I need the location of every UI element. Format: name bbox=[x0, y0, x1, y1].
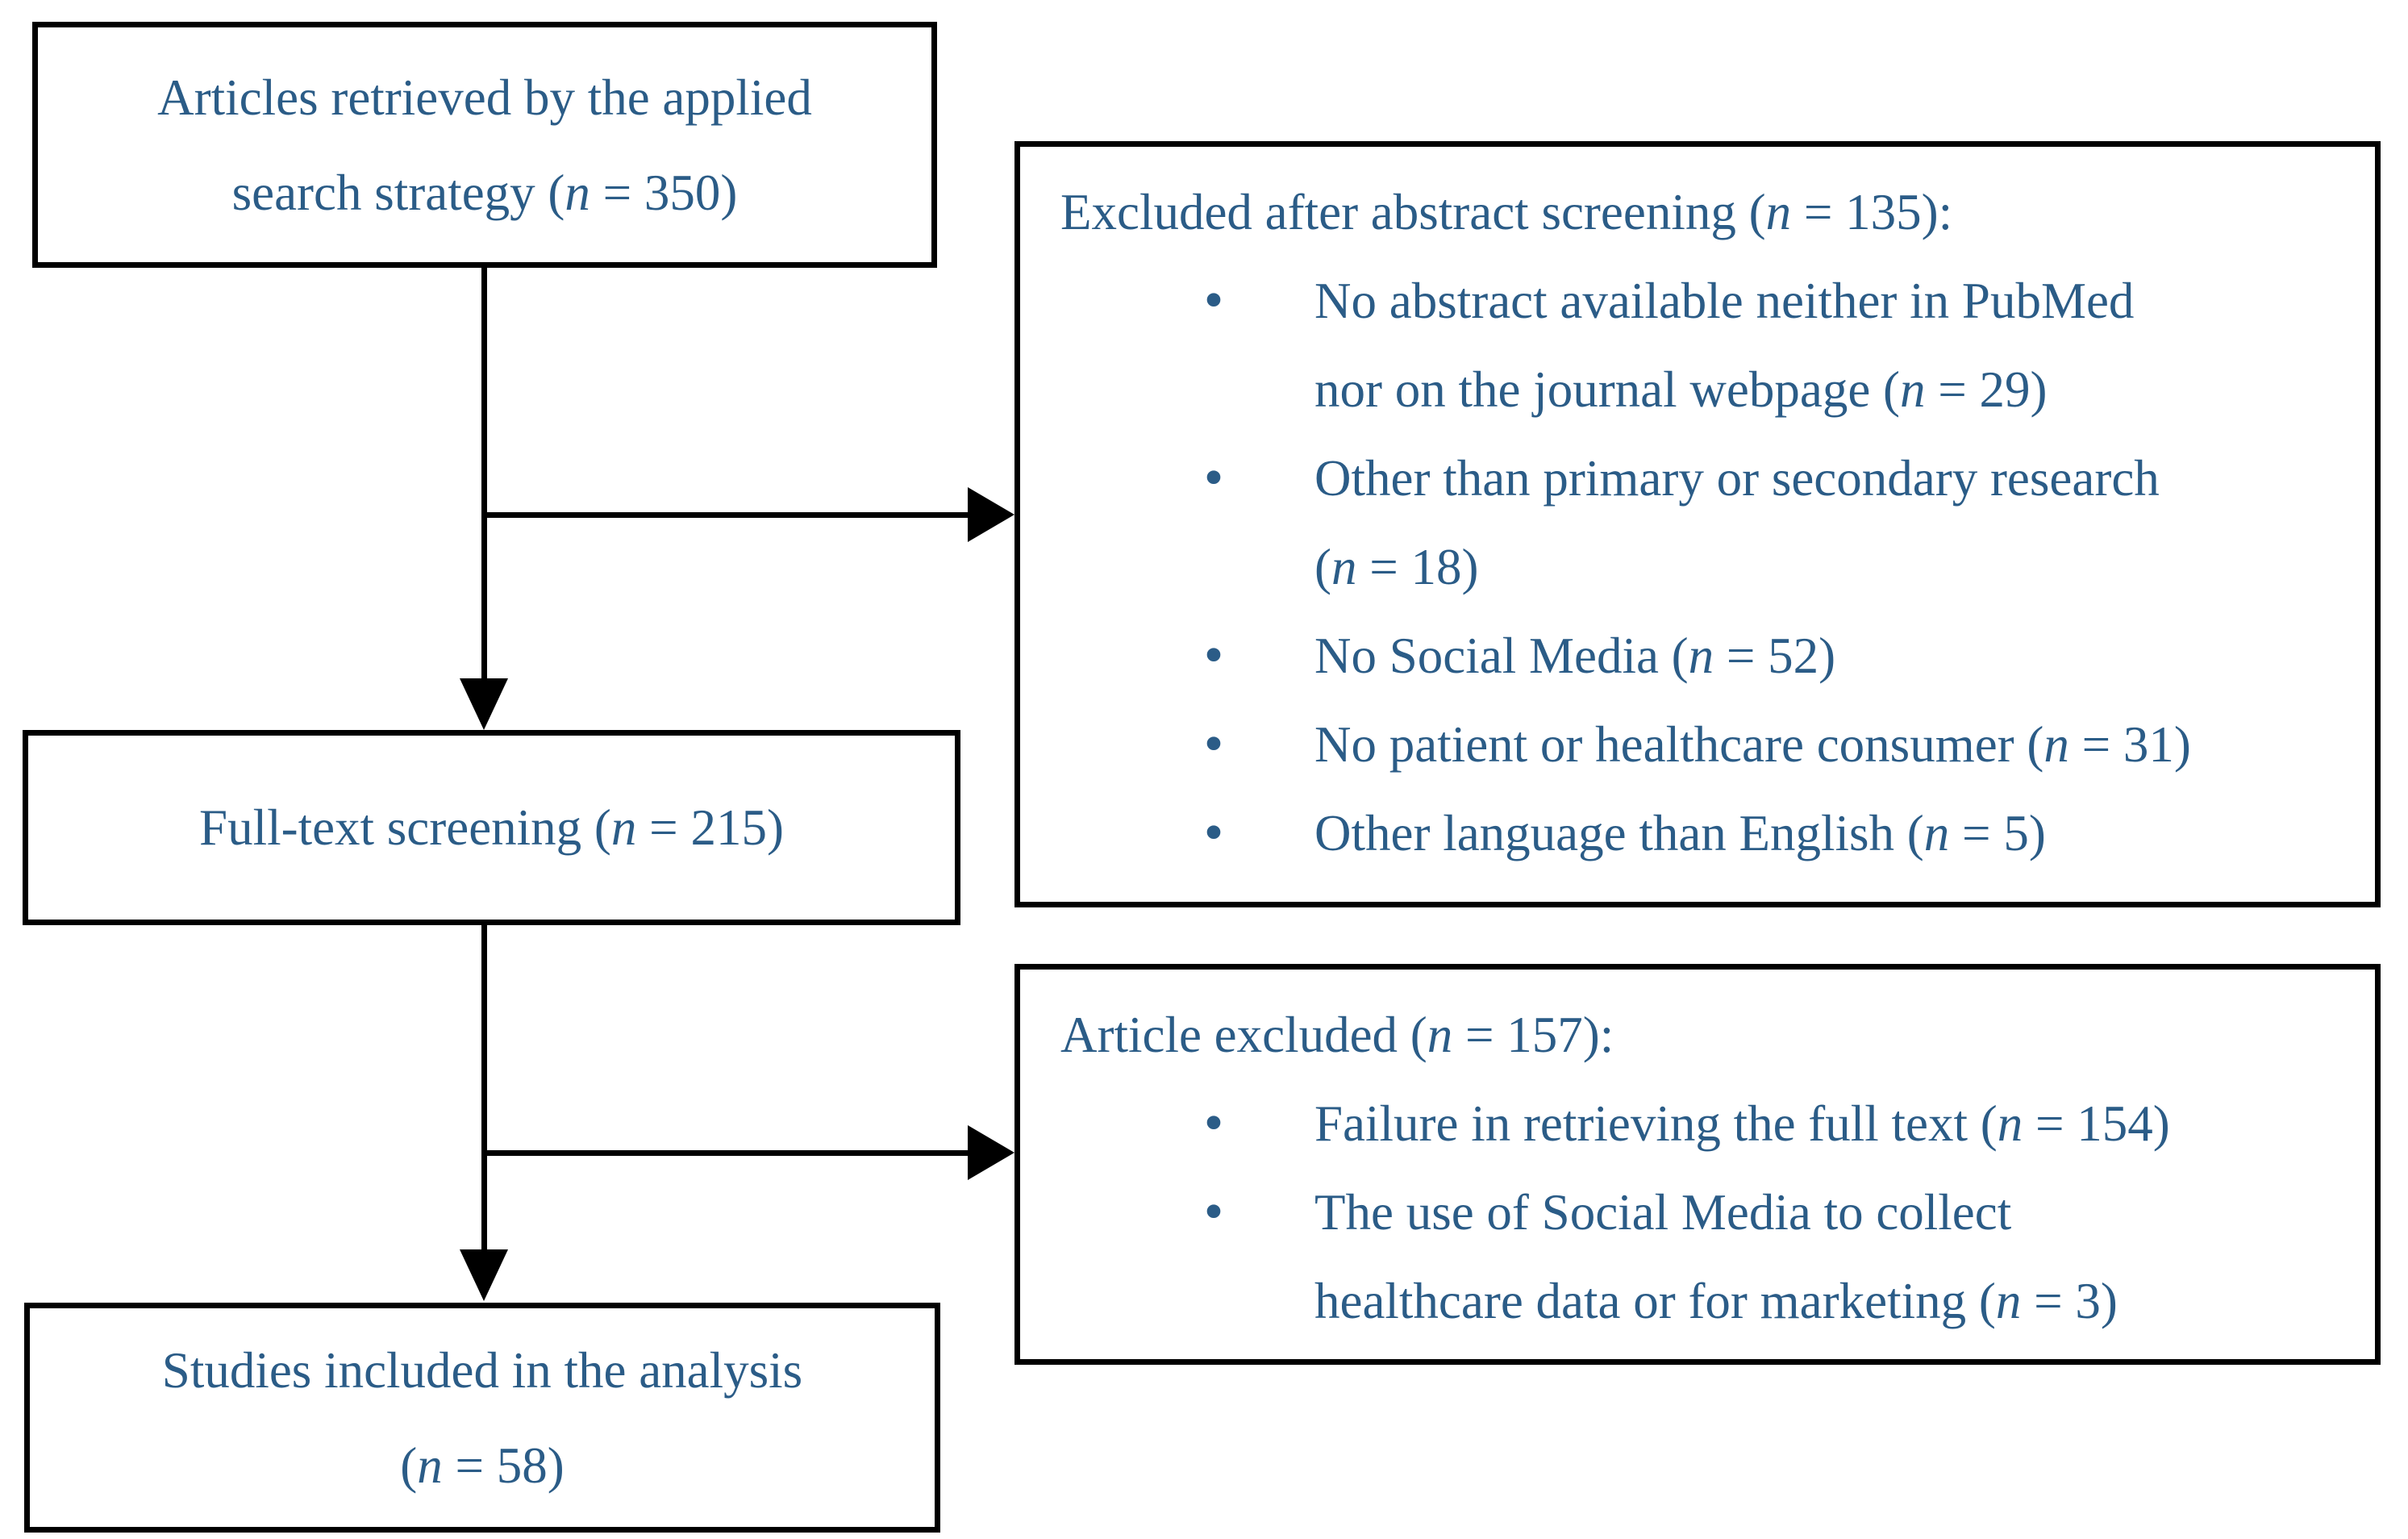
text-segment: Excluded after abstract screening ( bbox=[1060, 184, 1766, 240]
bullet-icon: • bbox=[1203, 1092, 1224, 1154]
stat-n: n bbox=[1997, 1095, 2023, 1152]
arrow-branch-to-abstract-exclusions-line bbox=[484, 512, 968, 518]
text-segment: = 18) bbox=[1356, 539, 1479, 595]
stat-n: n bbox=[417, 1437, 443, 1494]
box-fulltext-screening: Full-text screening (n = 215) bbox=[23, 730, 960, 925]
bullet-line: nor on the journal webpage (n = 29) bbox=[1314, 345, 2375, 434]
text-segment: = 31) bbox=[2068, 716, 2191, 773]
exclusion-reason-item: • The use of Social Media to collect hea… bbox=[1020, 1168, 2375, 1345]
bullet-icon: • bbox=[1203, 1181, 1224, 1243]
exclusion-reason-item: • No abstract available neither in PubMe… bbox=[1020, 256, 2375, 434]
bullet-line: No patient or healthcare consumer (n = 3… bbox=[1314, 700, 2375, 789]
exclusion-reason-item: • Other than primary or secondary resear… bbox=[1020, 434, 2375, 611]
stat-n: n bbox=[1923, 805, 1950, 861]
bullet-line: No Social Media (n = 52) bbox=[1314, 611, 2375, 700]
bullet-line: Other language than English (n = 5) bbox=[1314, 789, 2375, 878]
bullet-line: (n = 18) bbox=[1314, 523, 2375, 611]
stat-n: n bbox=[1765, 184, 1792, 240]
text-segment: nor on the journal webpage ( bbox=[1314, 361, 1901, 418]
bullet-icon: • bbox=[1203, 713, 1224, 775]
box-text-line: (n = 58) bbox=[400, 1418, 565, 1513]
arrowhead-down-icon bbox=[460, 678, 508, 730]
stat-n: n bbox=[1688, 628, 1714, 684]
stat-n: n bbox=[2043, 716, 2069, 773]
bullet-line: healthcare data or for marketing (n = 3) bbox=[1314, 1257, 2375, 1345]
exclusion-reason-item: • No patient or healthcare consumer (n =… bbox=[1020, 700, 2375, 789]
exclusion-reason-item: • Other language than English (n = 5) bbox=[1020, 789, 2375, 878]
bullet-icon: • bbox=[1203, 624, 1224, 686]
arrow-branch-to-fulltext-exclusions-line bbox=[484, 1150, 968, 1156]
exclusion-reason-item: • Failure in retrieving the full text (n… bbox=[1020, 1079, 2375, 1168]
box-text-line: search strategy (n = 350) bbox=[232, 145, 738, 240]
text-segment: = 350) bbox=[590, 164, 738, 221]
text-segment: Failure in retrieving the full text ( bbox=[1314, 1095, 1998, 1152]
text-segment: Other than primary or secondary research bbox=[1314, 450, 2160, 507]
bullet-line: No abstract available neither in PubMed bbox=[1314, 256, 2375, 345]
box-text-line: Articles retrieved by the applied bbox=[157, 50, 812, 145]
stat-n: n bbox=[610, 799, 637, 856]
text-segment: healthcare data or for marketing ( bbox=[1314, 1273, 1996, 1329]
text-segment: Other language than English ( bbox=[1314, 805, 1924, 861]
text-segment: Article excluded ( bbox=[1060, 1007, 1427, 1063]
text-segment: Articles retrieved by the applied bbox=[157, 69, 812, 126]
arrow-fulltext-to-included-line bbox=[481, 925, 487, 1249]
text-segment: = 157): bbox=[1452, 1007, 1614, 1063]
text-segment: No abstract available neither in PubMed bbox=[1314, 273, 2135, 329]
box-excluded-abstract-screening: Excluded after abstract screening (n = 1… bbox=[1014, 141, 2381, 907]
text-segment: = 58) bbox=[442, 1437, 565, 1494]
text-segment: = 29) bbox=[1925, 361, 2048, 418]
text-segment: ( bbox=[1314, 539, 1331, 595]
bullet-line: The use of Social Media to collect bbox=[1314, 1168, 2375, 1257]
bullet-icon: • bbox=[1203, 802, 1224, 864]
box-text-line: Full-text screening (n = 215) bbox=[199, 780, 784, 875]
arrowhead-right-icon bbox=[968, 1125, 1014, 1180]
bullet-line: Other than primary or secondary research bbox=[1314, 434, 2375, 523]
stat-n: n bbox=[1331, 539, 1357, 595]
arrowhead-right-icon bbox=[968, 487, 1014, 542]
stat-n: n bbox=[565, 164, 590, 221]
arrow-retrieved-to-fulltext-line bbox=[481, 266, 487, 682]
text-segment: ( bbox=[400, 1437, 418, 1494]
exclusion-reason-item: • No Social Media (n = 52) bbox=[1020, 611, 2375, 700]
box-article-excluded: Article excluded (n = 157): • Failure in… bbox=[1014, 964, 2381, 1365]
text-segment: Full-text screening ( bbox=[199, 799, 611, 856]
text-segment: = 5) bbox=[1949, 805, 2046, 861]
text-segment: The use of Social Media to collect bbox=[1314, 1184, 2012, 1241]
box-studies-included: Studies included in the analysis (n = 58… bbox=[24, 1303, 940, 1533]
text-segment: = 52) bbox=[1714, 628, 1836, 684]
text-segment: = 215) bbox=[636, 799, 784, 856]
stat-n: n bbox=[1900, 361, 1926, 418]
stat-n: n bbox=[1995, 1273, 2022, 1329]
bullet-line: Failure in retrieving the full text (n =… bbox=[1314, 1079, 2375, 1168]
text-segment: No Social Media ( bbox=[1314, 628, 1689, 684]
box-title: Excluded after abstract screening (n = 1… bbox=[1020, 168, 2375, 256]
box-title: Article excluded (n = 157): bbox=[1020, 991, 2375, 1079]
text-segment: Studies included in the analysis bbox=[161, 1341, 803, 1399]
bullet-icon: • bbox=[1203, 447, 1224, 509]
text-segment: = 135): bbox=[1791, 184, 1953, 240]
arrowhead-down-icon bbox=[460, 1249, 508, 1301]
text-segment: = 154) bbox=[2023, 1095, 2170, 1152]
stat-n: n bbox=[1427, 1007, 1453, 1063]
text-segment: = 3) bbox=[2021, 1273, 2118, 1329]
text-segment: No patient or healthcare consumer ( bbox=[1314, 716, 2044, 773]
text-segment: search strategy ( bbox=[231, 164, 565, 221]
box-text-line: Studies included in the analysis bbox=[162, 1323, 802, 1418]
bullet-icon: • bbox=[1203, 269, 1224, 332]
box-articles-retrieved: Articles retrieved by the applied search… bbox=[32, 22, 937, 268]
